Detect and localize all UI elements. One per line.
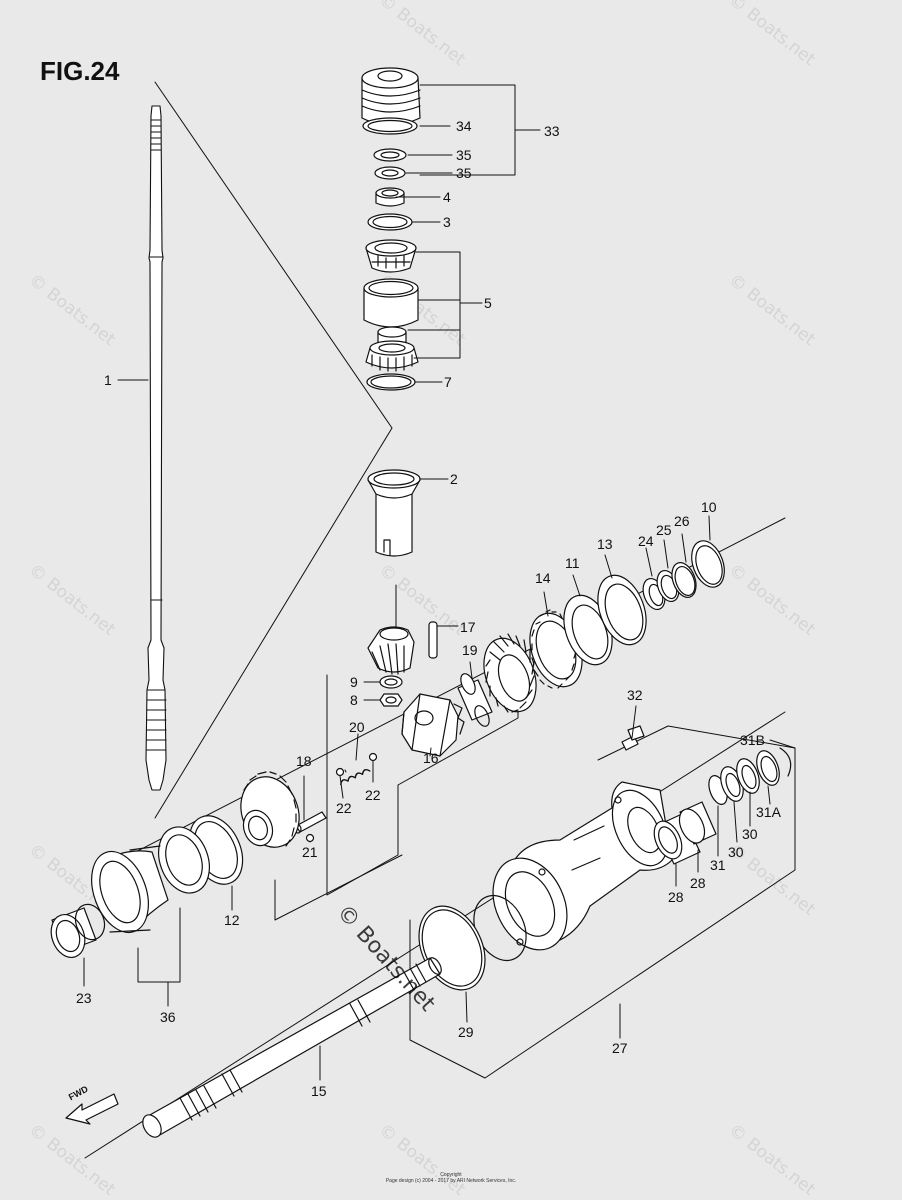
sleeve-2 (367, 469, 421, 557)
clutch-16 (401, 693, 465, 757)
callout-16: 16 (423, 750, 439, 766)
pinion-gear (367, 626, 415, 675)
propeller-shaft-15 (142, 957, 442, 1138)
copyright-line-2: Page design (c) 2004 - 2017 by ARI Netwo… (385, 1178, 517, 1184)
copyright: Copyright Page design (c) 2004 - 2017 by… (300, 1172, 602, 1184)
pin-17 (428, 621, 438, 659)
callout-20: 20 (349, 719, 365, 735)
callout-33: 33 (544, 123, 560, 139)
callout-11: 11 (565, 555, 580, 571)
spring-20 (340, 768, 371, 786)
callout-2: 2 (450, 471, 458, 487)
bearing-set-5 (363, 239, 419, 391)
callout-21: 21 (302, 844, 318, 860)
bearing-housing-36 (91, 826, 210, 934)
bevel-gear-reverse (240, 771, 300, 848)
callout-35-upper: 35 (456, 147, 472, 163)
callout-5: 5 (484, 295, 492, 311)
callout-34: 34 (456, 118, 472, 134)
fwd-arrow (65, 1093, 119, 1125)
callout-31A: 31A (756, 804, 782, 820)
callout-19: 19 (462, 642, 478, 658)
pin-18 (295, 811, 327, 833)
callout-13: 13 (597, 536, 613, 552)
circlip-31B (779, 747, 792, 777)
ball-22a (335, 767, 345, 777)
callout-28-left: 28 (668, 889, 684, 905)
bearing-housing-27 (473, 781, 673, 962)
bushing-23 (50, 903, 106, 958)
callout-15: 15 (311, 1083, 327, 1099)
nut-8 (379, 693, 403, 707)
callout-22-right: 22 (365, 787, 381, 803)
callout-10: 10 (701, 499, 717, 515)
callout-9: 9 (350, 674, 358, 690)
shim-13 (597, 574, 647, 646)
callout-14: 14 (535, 570, 551, 586)
ball-22b (368, 752, 378, 762)
shim-stack-33 (361, 67, 421, 231)
callout-31: 31 (710, 857, 726, 873)
callout-1: 1 (104, 372, 112, 388)
callout-36: 36 (160, 1009, 176, 1025)
guide-lines (84, 81, 796, 1159)
bolt-32 (621, 725, 645, 751)
callout-8: 8 (350, 692, 358, 708)
needle-bearing-28a (653, 813, 701, 865)
callout-31B: 31B (740, 732, 765, 748)
callout-27: 27 (612, 1040, 628, 1056)
callout-30-left: 30 (728, 844, 744, 860)
callout-12: 12 (224, 912, 240, 928)
callout-4: 4 (443, 189, 451, 205)
figure-title: FIG.24 (40, 56, 120, 86)
callout-32: 32 (627, 687, 643, 703)
callout-30-right: 30 (742, 826, 758, 842)
callout-29: 29 (458, 1024, 474, 1040)
callout-23: 23 (76, 990, 92, 1006)
bushing-19 (457, 673, 493, 727)
callout-labels: 1 2 3 4 5 7 8 9 10 11 12 13 14 15 16 17 … (76, 118, 782, 1099)
drive-shaft-1 (145, 105, 167, 791)
callout-25: 25 (656, 522, 672, 538)
leader-lines (83, 84, 771, 1081)
callout-17: 17 (460, 619, 476, 635)
needle-bearing-28b (678, 801, 717, 845)
copyright-line-1: Copyright (440, 1172, 462, 1178)
washer-9 (379, 675, 403, 689)
callout-7: 7 (444, 374, 452, 390)
ball-21 (305, 833, 315, 843)
bevel-gear-forward (483, 633, 537, 713)
callout-26: 26 (674, 513, 690, 529)
callout-22-left: 22 (336, 800, 352, 816)
callout-24: 24 (638, 533, 654, 549)
callout-3: 3 (443, 214, 451, 230)
callout-28-right: 28 (690, 875, 706, 891)
callout-18: 18 (296, 753, 312, 769)
callout-35-lower: 35 (456, 165, 472, 181)
